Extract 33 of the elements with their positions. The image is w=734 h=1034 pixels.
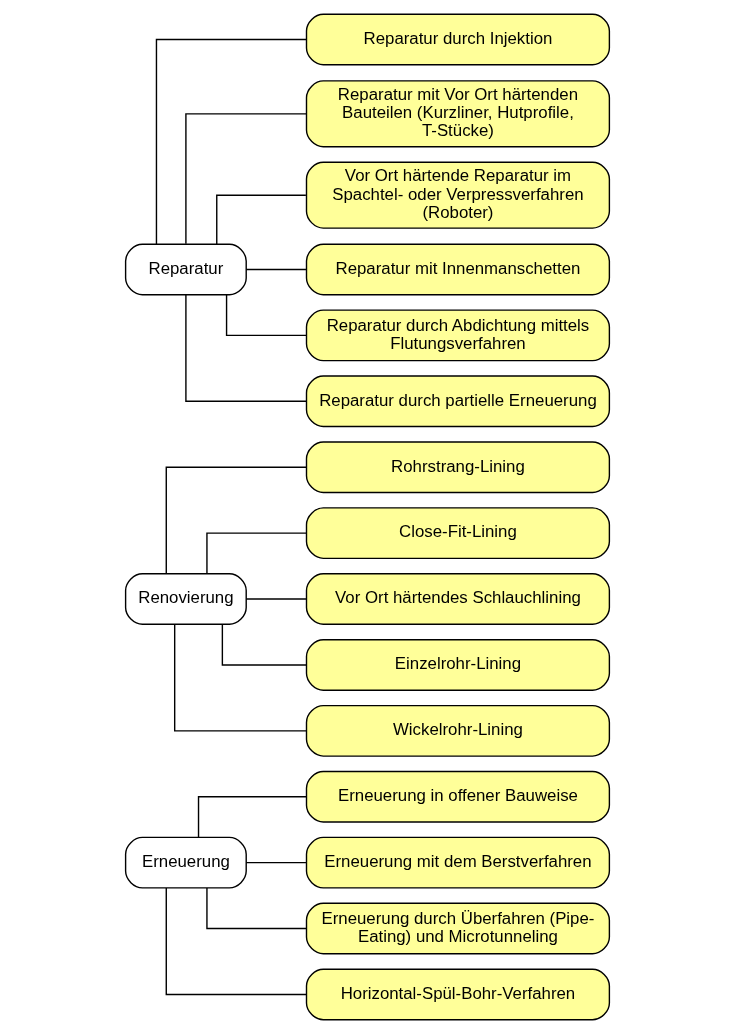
node-box: Reparatur durch Injektion — [305, 13, 610, 66]
connector — [215, 194, 307, 245]
connector — [245, 268, 307, 271]
connector — [205, 532, 307, 575]
connector — [205, 887, 307, 930]
node-box: Reparatur mit Vor Ort härtenden Bauteilen (Kurzliner, Hutprofile, T-Stücke) — [305, 80, 610, 148]
node-box: Erneuerung mit dem Berstverfahren — [305, 836, 610, 889]
node-box: Vor Ort härtendes Schlauchlining — [305, 573, 610, 625]
connector — [155, 38, 307, 245]
node-box: Rohrstrang-Lining — [305, 441, 610, 494]
connector — [197, 796, 307, 839]
node-box: Einzelrohr-Lining — [305, 639, 610, 691]
node-box: Reparatur durch Abdichtung mittels Flutungsverfahren — [305, 309, 610, 362]
connector — [225, 294, 307, 337]
node-box: Erneuerung durch Überfahren (Pipe-Eating) und Microtunneling — [305, 902, 610, 955]
connector — [221, 623, 307, 666]
node-box: Reparatur mit Innenmanschetten — [305, 243, 610, 296]
connector — [184, 294, 307, 402]
node-box: Reparatur durch partielle Erneuerung — [305, 375, 610, 428]
connector — [173, 623, 307, 732]
node-box: Reparatur — [124, 243, 247, 296]
node-box: Renovierung — [124, 573, 247, 625]
node-box: Erneuerung — [124, 836, 247, 889]
node-box: Wickelrohr-Lining — [305, 704, 610, 757]
node-box: Vor Ort härtende Reparatur im Spachtel- oder Verpressverfahren (Roboter) — [305, 161, 610, 229]
connector — [245, 861, 307, 864]
node-box: Horizontal-Spül-Bohr-Verfahren — [305, 968, 610, 1021]
node-box: Close-Fit-Lining — [305, 507, 610, 560]
connector — [165, 887, 307, 996]
connector — [184, 113, 307, 245]
connector — [165, 466, 307, 575]
node-box: Erneuerung in offener Bauweise — [305, 770, 610, 823]
connector — [245, 598, 307, 600]
